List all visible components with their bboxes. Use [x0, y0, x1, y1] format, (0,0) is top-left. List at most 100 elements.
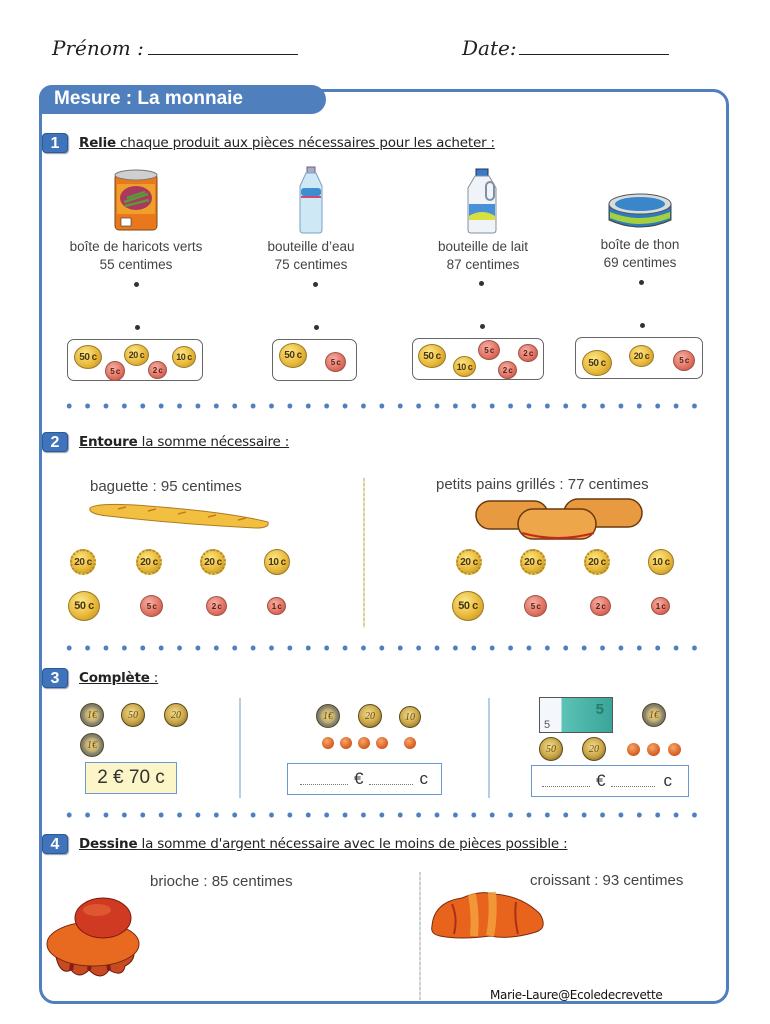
euro-coin-10c: 10	[399, 706, 421, 728]
coin: 50 c	[582, 350, 612, 376]
cent-coin	[358, 737, 370, 749]
coin[interactable]: 1 c	[651, 597, 670, 615]
banknote-5-euro: 5 5	[539, 697, 613, 733]
tuna-can-icon	[608, 193, 672, 228]
answer-box[interactable]: € c	[287, 763, 442, 795]
euro-coin-1e: 1€	[642, 703, 666, 727]
coin-group-link-dot[interactable]	[314, 325, 319, 330]
section-divider	[60, 812, 710, 818]
cent-coin	[647, 743, 660, 756]
section-number: 2	[42, 432, 68, 452]
baguette-icon	[89, 503, 269, 529]
coin[interactable]: 20 c	[520, 549, 546, 575]
cent-coin	[404, 737, 416, 749]
product-tuna-can: boîte de thon 69 centimes	[555, 164, 725, 272]
section-1-header: 1 Relie chaque produit aux pièces nécess…	[42, 133, 495, 153]
euro-coin-1e: 1€	[80, 733, 104, 757]
coin[interactable]: 20 c	[584, 549, 610, 575]
cent-coin	[340, 737, 352, 749]
coin[interactable]: 50 c	[452, 591, 484, 621]
coin-group-link-dot[interactable]	[640, 323, 645, 328]
cent-coin	[322, 737, 334, 749]
item-label-baguette: baguette : 95 centimes	[90, 478, 242, 495]
coin: 2 c	[148, 361, 167, 379]
coin: 2 c	[498, 361, 517, 379]
prenom-field[interactable]: Prénom :	[52, 36, 298, 60]
section-divider	[60, 403, 710, 409]
product-price: 87 centimes	[446, 257, 520, 272]
coin[interactable]: 10 c	[648, 549, 674, 575]
coin: 50 c	[279, 343, 307, 368]
euro-symbol: €	[596, 771, 606, 790]
product-link-dot[interactable]	[479, 281, 484, 286]
product-name: bouteille de lait	[437, 239, 529, 254]
coin: 10 c	[453, 356, 476, 377]
answer-box[interactable]: € c	[531, 765, 689, 797]
coin[interactable]: 2 c	[206, 596, 227, 616]
column-separator	[239, 698, 241, 798]
coin: 2 c	[518, 344, 538, 362]
coin[interactable]: 20 c	[136, 549, 162, 575]
coin: 5 c	[478, 340, 500, 360]
cent-blank[interactable]	[611, 775, 656, 787]
coin-group-link-dot[interactable]	[135, 325, 140, 330]
coin[interactable]: 5 c	[524, 595, 547, 617]
product-link-dot[interactable]	[639, 280, 644, 285]
product-link-dot[interactable]	[134, 282, 139, 287]
section-instruction: Entoure la somme nécessaire :	[79, 434, 290, 450]
euro-blank[interactable]	[300, 773, 348, 785]
euro-blank[interactable]	[542, 775, 590, 787]
section-instruction: Relie chaque produit aux pièces nécessai…	[79, 135, 495, 151]
section-number: 4	[42, 834, 68, 854]
product-bean-can: boîte de haricots verts 55 centimes	[51, 166, 221, 274]
prenom-blank-line[interactable]	[147, 41, 298, 55]
cent-coin	[668, 743, 681, 756]
euro-coin-50c: 50	[121, 703, 145, 727]
product-price: 55 centimes	[99, 257, 173, 272]
euro-coin-50c: 50	[539, 737, 563, 761]
euro-coin-1e: 1€	[316, 704, 340, 728]
item-label-croissant: croissant : 93 centimes	[530, 872, 684, 889]
product-link-dot[interactable]	[313, 282, 318, 287]
bean-can-icon	[114, 169, 158, 231]
cent-blank[interactable]	[369, 773, 414, 785]
worksheet-title: Mesure : La monnaie	[39, 85, 326, 114]
section-number: 3	[42, 668, 68, 688]
euro-coin-1e: 1€	[80, 703, 104, 727]
coin[interactable]: 20 c	[200, 549, 226, 575]
cent-symbol: c	[419, 769, 428, 788]
coin-group-link-dot[interactable]	[480, 324, 485, 329]
column-separator	[488, 698, 490, 798]
coin[interactable]: 20 c	[456, 549, 482, 575]
coin[interactable]: 5 c	[140, 595, 163, 617]
column-separator	[419, 872, 421, 1000]
worksheet-frame	[39, 89, 729, 1004]
coin[interactable]: 2 c	[590, 596, 611, 616]
section-2-header: 2 Entoure la somme nécessaire :	[42, 432, 289, 452]
coin: 5 c	[325, 352, 346, 372]
section-divider	[60, 645, 710, 651]
section-3-header: 3 Complète :	[42, 668, 158, 688]
coin[interactable]: 1 c	[267, 597, 286, 615]
date-field[interactable]: Date:	[462, 36, 669, 60]
section-4-header: 4 Dessine la somme d'argent nécessaire a…	[42, 834, 568, 854]
coin[interactable]: 10 c	[264, 549, 290, 575]
product-name: boîte de haricots verts	[69, 239, 203, 254]
product-name: bouteille d’eau	[267, 239, 355, 254]
brioche-icon	[46, 897, 140, 977]
croissant-icon	[431, 891, 544, 939]
product-name: boîte de thon	[600, 237, 680, 252]
coin[interactable]: 20 c	[70, 549, 96, 575]
coin: 10 c	[172, 346, 196, 368]
water-bottle-icon	[299, 166, 323, 234]
euro-symbol: €	[354, 769, 364, 788]
coin[interactable]: 50 c	[68, 591, 100, 621]
coin: 20 c	[124, 344, 149, 366]
cent-symbol: c	[663, 771, 672, 790]
date-blank-line[interactable]	[518, 41, 669, 55]
milk-bottle-icon	[467, 168, 497, 234]
section-instruction: Complète :	[79, 670, 159, 686]
section-number: 1	[42, 133, 68, 153]
cent-coin	[627, 743, 640, 756]
item-label-brioche: brioche : 85 centimes	[150, 873, 293, 890]
